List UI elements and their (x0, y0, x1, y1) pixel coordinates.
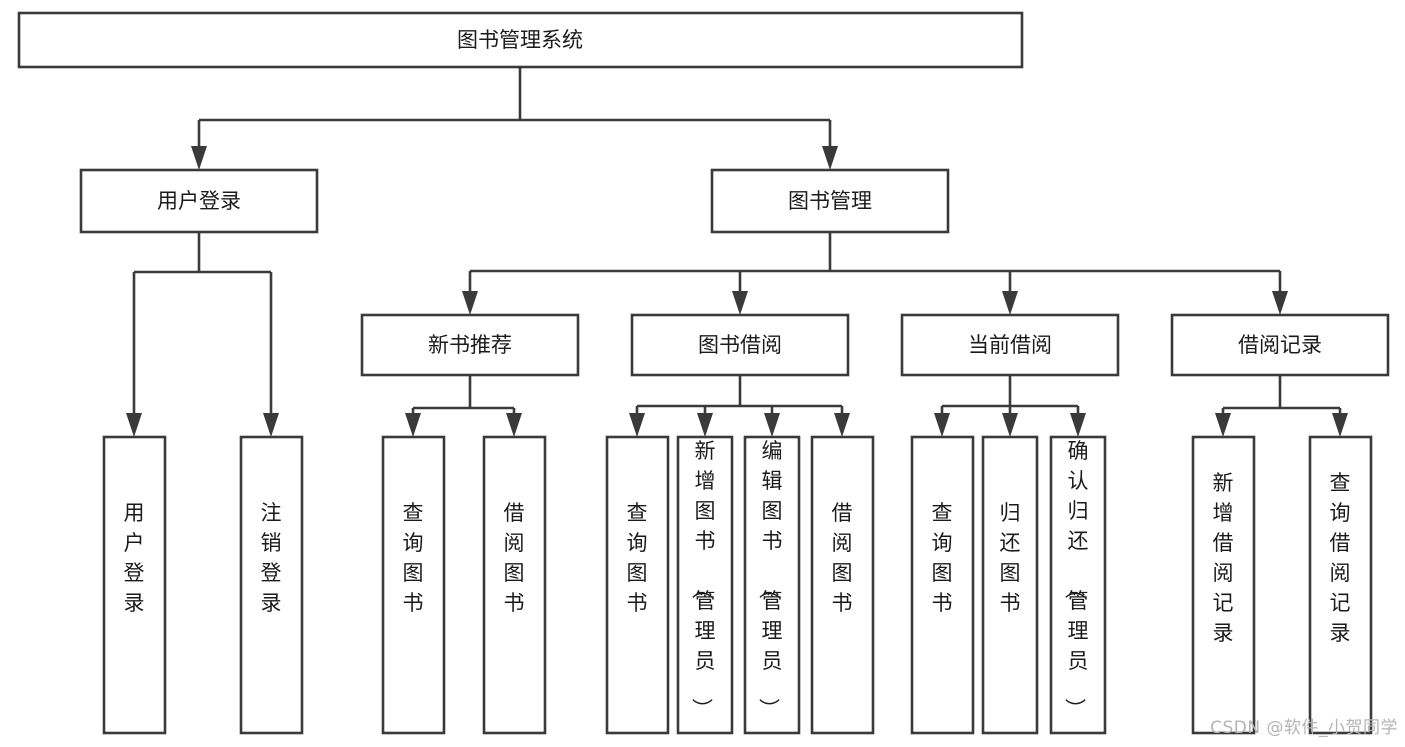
node-leaf-query-book-1-box[interactable] (381, 435, 446, 735)
node-leaf-user-login-label: 用户登录 (124, 501, 145, 615)
arrow-to-leaf-edit-book-icon (764, 413, 780, 437)
node-leaf-query-book-3[interactable]: 查询图书 (910, 435, 975, 735)
arrow-to-book-manage-icon (822, 146, 838, 170)
node-leaf-add-book[interactable]: 新增图书（管理员） (676, 435, 734, 735)
arrow-to-leaf-add-book-icon (697, 413, 713, 437)
node-borrow-record-label: 借阅记录 (1238, 333, 1322, 357)
node-leaf-query-record[interactable]: 查询借阅记录 (1308, 435, 1373, 735)
arrow-to-leaf-borrow-book-1-icon (506, 413, 522, 437)
node-leaf-logout-login[interactable]: 注销登录 (239, 435, 304, 735)
node-leaf-borrow-book-1-label: 借阅图书 (504, 501, 525, 615)
node-leaf-logout-login-box[interactable] (239, 435, 304, 735)
node-leaf-confirm-return[interactable]: 确认归还（管理员） (1049, 435, 1107, 735)
node-leaf-edit-book[interactable]: 编辑图书（管理员） (743, 435, 801, 735)
node-new-book-recommend-label: 新书推荐 (428, 333, 512, 357)
node-leaf-query-book-2-label: 查询图书 (627, 501, 648, 615)
node-borrow-record[interactable]: 借阅记录 (1170, 313, 1390, 377)
node-leaf-user-login[interactable]: 用户登录 (102, 435, 167, 735)
node-book-borrow[interactable]: 图书借阅 (630, 313, 850, 377)
node-root[interactable]: 图书管理系统 (17, 11, 1024, 69)
node-user-login-label: 用户登录 (157, 189, 241, 213)
arrow-to-leaf-return-book-icon (1002, 413, 1018, 437)
node-leaf-add-book-label: 新增图书（管理员） (690, 439, 716, 719)
arrow-to-book-borrow-icon (732, 291, 748, 315)
node-leaf-query-book-3-box[interactable] (910, 435, 975, 735)
node-leaf-borrow-book-1-box[interactable] (482, 435, 547, 735)
node-leaf-confirm-return-box[interactable] (1049, 435, 1107, 735)
node-leaf-query-book-1-label: 查询图书 (403, 501, 424, 615)
arrow-to-user-login-icon (191, 146, 207, 170)
node-leaf-edit-book-label: 编辑图书（管理员） (757, 439, 783, 719)
node-leaf-query-record-box[interactable] (1308, 435, 1373, 735)
arrow-to-leaf-add-record-icon (1215, 413, 1231, 437)
node-leaf-query-book-3-label: 查询图书 (932, 501, 953, 615)
node-leaf-return-book[interactable]: 归还图书 (981, 435, 1039, 735)
node-leaf-return-book-label: 归还图书 (1000, 501, 1021, 615)
node-current-borrow[interactable]: 当前借阅 (900, 313, 1120, 377)
node-current-borrow-box[interactable] (900, 313, 1120, 377)
arrow-to-leaf-logout-login-icon (263, 413, 279, 437)
node-leaf-borrow-book-1[interactable]: 借阅图书 (482, 435, 547, 735)
arrow-to-leaf-query-book-3-icon (934, 413, 950, 437)
node-leaf-add-record[interactable]: 新增借阅记录 (1191, 435, 1256, 735)
csdn-watermark: CSDN @软件_小贺同学 (1210, 718, 1398, 738)
node-leaf-query-book-2-box[interactable] (605, 435, 670, 735)
node-current-borrow-label: 当前借阅 (968, 333, 1052, 357)
node-leaf-edit-book-box[interactable] (743, 435, 801, 735)
node-root-label: 图书管理系统 (457, 28, 583, 52)
node-leaf-borrow-book-2-box[interactable] (810, 435, 875, 735)
arrow-to-leaf-borrow-book-2-icon (834, 413, 850, 437)
node-leaf-return-book-box[interactable] (981, 435, 1039, 735)
node-new-book-recommend[interactable]: 新书推荐 (360, 313, 580, 377)
node-leaf-query-book-2[interactable]: 查询图书 (605, 435, 670, 735)
node-book-manage-box[interactable] (710, 168, 950, 234)
connector-group (126, 67, 1348, 437)
node-borrow-record-box[interactable] (1170, 313, 1390, 377)
node-leaf-add-record-label: 新增借阅记录 (1213, 471, 1234, 645)
arrow-to-leaf-query-book-1-icon (405, 413, 421, 437)
node-leaf-logout-login-label: 注销登录 (261, 501, 282, 615)
node-leaf-query-book-1[interactable]: 查询图书 (381, 435, 446, 735)
arrow-to-leaf-query-book-2-icon (629, 413, 645, 437)
node-book-borrow-label: 图书借阅 (698, 333, 782, 357)
arrow-to-new-book-recommend-icon (462, 291, 478, 315)
arrow-to-leaf-user-login-icon (126, 413, 142, 437)
node-leaf-query-record-label: 查询借阅记录 (1330, 471, 1351, 645)
node-user-login-box[interactable] (79, 168, 319, 234)
node-book-borrow-box[interactable] (630, 313, 850, 377)
node-book-manage[interactable]: 图书管理 (710, 168, 950, 234)
arrow-to-leaf-confirm-return-icon (1070, 413, 1086, 437)
node-new-book-recommend-box[interactable] (360, 313, 580, 377)
arrow-to-borrow-record-icon (1272, 291, 1288, 315)
arrow-to-leaf-query-record-icon (1332, 413, 1348, 437)
node-leaf-borrow-book-2[interactable]: 借阅图书 (810, 435, 875, 735)
node-user-login[interactable]: 用户登录 (79, 168, 319, 234)
node-leaf-confirm-return-label: 确认归还（管理员） (1063, 439, 1089, 719)
node-book-manage-label: 图书管理 (788, 189, 872, 213)
node-leaf-user-login-box[interactable] (102, 435, 167, 735)
node-leaf-add-record-box[interactable] (1191, 435, 1256, 735)
node-leaf-add-book-box[interactable] (676, 435, 734, 735)
node-root-box[interactable] (17, 11, 1024, 69)
arrow-to-current-borrow-icon (1002, 291, 1018, 315)
node-leaf-borrow-book-2-label: 借阅图书 (832, 501, 853, 615)
